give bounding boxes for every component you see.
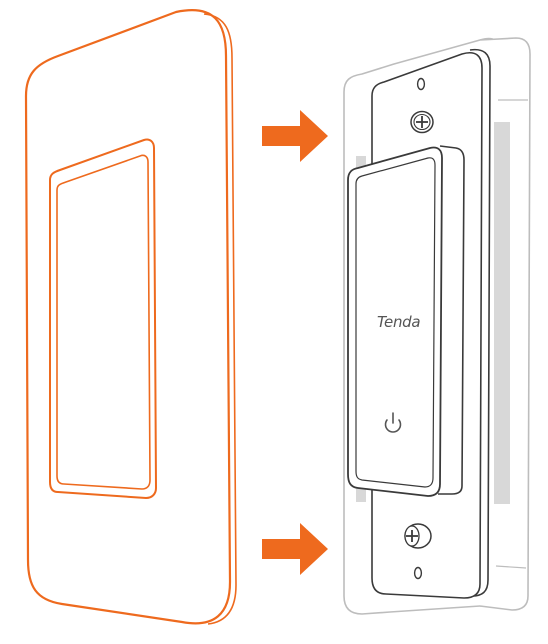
arrow-right-icon <box>262 523 328 575</box>
cover-plate-opening-outer <box>49 138 157 499</box>
switch-paddle-side <box>438 145 465 495</box>
cover-plate-back-edge <box>203 13 237 625</box>
switch-paddle <box>347 145 465 497</box>
brand-logo: Tenda <box>377 313 420 331</box>
screw-icon <box>404 523 432 549</box>
screw-icon <box>410 110 434 134</box>
switch-paddle-inner <box>355 157 436 488</box>
cover-plate-opening-inner <box>56 154 151 490</box>
switch-paddle-outer <box>347 146 443 497</box>
top-mount-hole <box>416 77 426 91</box>
cover-plate-front-face <box>24 9 232 625</box>
mounting-strip-right <box>494 122 510 504</box>
cover-plate <box>24 9 237 625</box>
arrow-right-icon <box>262 110 328 162</box>
power-icon <box>384 412 402 433</box>
bottom-mount-hole <box>413 566 423 580</box>
